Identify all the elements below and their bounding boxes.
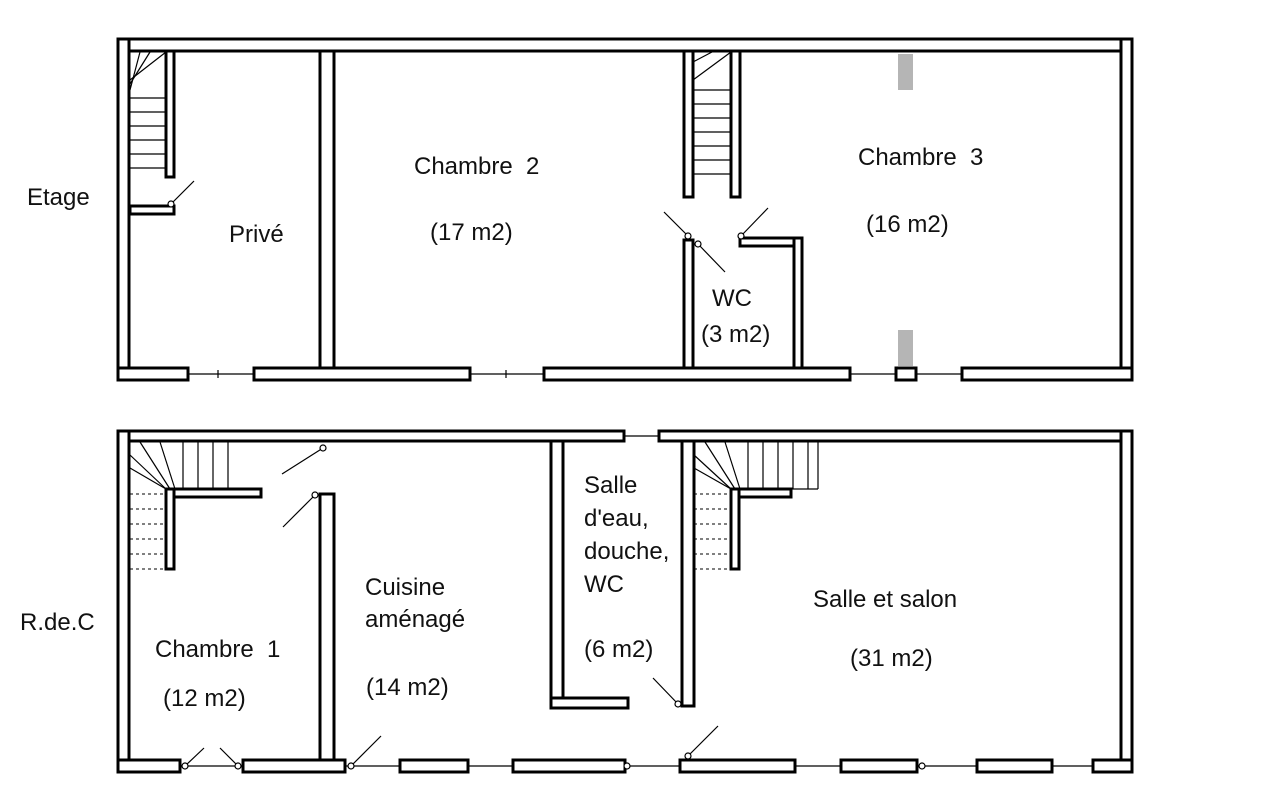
door-hinge [684,752,692,760]
door-swing [697,243,726,273]
wall-bottom-seg [678,758,797,774]
chimney-mark [898,54,913,90]
stair-wall [682,49,695,199]
stair-left-rdc [129,441,229,490]
room-name-salle-deau: Salle [584,472,637,499]
door-swing [652,677,679,705]
wall-partition [318,492,336,762]
wall-top [116,37,1134,53]
room-name-salle-salon: Salle et salon [813,586,957,613]
bathroom-wall [549,439,565,710]
wall-right [1119,429,1134,774]
stair-left-etage [129,51,167,169]
door-hinge [347,762,355,770]
room-name-chambre-3: Chambre 3 [858,144,983,171]
door-hinge [234,762,242,770]
wall-bottom-seg [1091,758,1134,774]
stair-center-etage [692,51,732,175]
chimney-mark [898,330,913,366]
door-swing [281,447,324,475]
wall-right [1119,37,1134,382]
door-swing [219,747,239,767]
room-area-cuisine: (14 m2) [366,674,449,701]
wall-bottom-seg [116,758,182,774]
door-swing [282,494,316,528]
door-hinge [694,240,702,248]
door-hinge [684,232,692,240]
door-swing [687,725,719,757]
room-area-wc: (3 m2) [701,321,770,348]
stair-wall [164,487,176,571]
room-name-salle-deau-4: WC [584,571,624,598]
door-hinge [918,762,926,770]
bathroom-wall [549,696,630,710]
floor-etage: Etage Privé Chambre 2 (17 m2) WC (3 m2) … [27,37,1134,382]
room-name-cuisine: Cuisine [365,574,445,601]
wall-left [116,429,131,774]
wc-wall [792,236,804,370]
wc-wall [682,238,695,370]
door-hinge [674,700,682,708]
door-hinge [181,762,189,770]
wall-left [116,37,131,382]
stair-wall [164,487,263,499]
stair-right-rdc-dashed [694,493,731,570]
stair-left-rdc-dashed [130,493,166,570]
floor-rdc: R.de.C Chambre 1 (12 m2) Cuisine aménagé… [20,429,1134,774]
wall-partition [318,49,336,370]
room-area-salle-salon: (31 m2) [850,645,933,672]
wall-bottom-seg [894,366,918,382]
door-hinge [167,200,175,208]
floor-label-etage: Etage [27,184,90,211]
wall-bottom-seg [398,758,470,774]
door-swing [184,747,205,767]
stair-wall [164,49,176,179]
floor-label-rdc: R.de.C [20,609,95,636]
room-area-chambre-1: (12 m2) [163,685,246,712]
door-swing [170,180,195,205]
door-swing [740,207,769,237]
wall-bottom-seg [839,758,919,774]
stair-wall [729,49,742,199]
wall-bottom-seg [241,758,347,774]
room-area-salle-deau: (6 m2) [584,636,653,663]
door-swing [350,735,382,767]
door-hinge [311,491,319,499]
wall-top-seg [657,429,1134,443]
room-name-cuisine-2: aménagé [365,606,465,633]
bathroom-wall [680,439,696,708]
wall-top-seg [116,429,626,443]
room-area-chambre-3: (16 m2) [866,211,949,238]
stair-wall [729,487,741,571]
wall-bottom-seg [252,366,472,382]
room-name-salle-deau-3: douche, [584,538,669,565]
stair-right-rdc [693,441,819,490]
room-name-prive: Privé [229,221,284,248]
room-area-chambre-2: (17 m2) [430,219,513,246]
door-hinge [319,444,327,452]
room-name-chambre-1: Chambre 1 [155,636,280,663]
stair-wall [128,204,176,216]
door-hinge [737,232,745,240]
wall-bottom-seg [960,366,1134,382]
room-name-chambre-2: Chambre 2 [414,153,539,180]
door-hinge [623,762,631,770]
wall-bottom-seg [542,366,852,382]
room-name-salle-deau-2: d'eau, [584,505,649,532]
wall-bottom-seg [975,758,1054,774]
room-name-wc: WC [712,285,752,312]
door-swing [663,211,689,237]
wall-bottom-seg [116,366,190,382]
wall-bottom-seg [511,758,627,774]
